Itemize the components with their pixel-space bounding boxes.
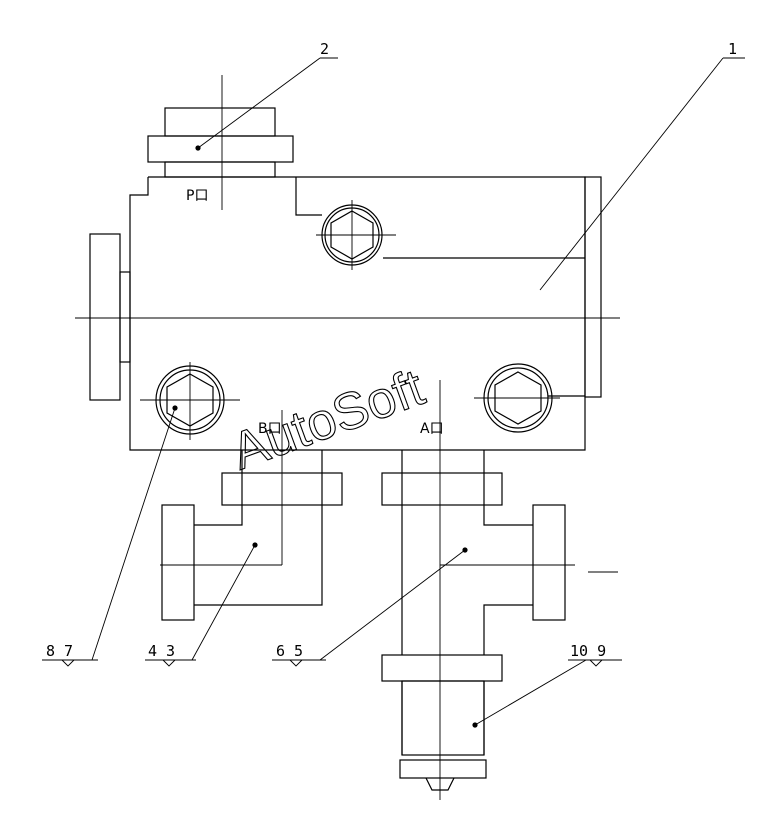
callout-6-5: 6 5: [276, 642, 303, 660]
port-a-label: A口: [420, 421, 444, 437]
watermark: AutoSoft: [224, 358, 432, 481]
callout-2: 2: [320, 40, 329, 58]
port-p-label: P口: [186, 188, 208, 204]
b-port-elbow: [160, 410, 343, 621]
leader-lines: [42, 57, 745, 726]
hex-bolt-top: [316, 200, 396, 270]
port-b-label: B口: [258, 421, 282, 437]
callout-1: 1: [728, 40, 737, 58]
callout-4-3: 4 3: [148, 642, 175, 660]
knurled-plug: [381, 654, 503, 791]
a-port-tee: [381, 380, 618, 800]
top-fitting: [147, 75, 294, 210]
hex-bolt-right: [474, 363, 560, 433]
callout-8-7: 8 7: [46, 642, 73, 660]
left-end-cap: [89, 233, 131, 401]
callout-10-9: 10 9: [570, 642, 606, 660]
